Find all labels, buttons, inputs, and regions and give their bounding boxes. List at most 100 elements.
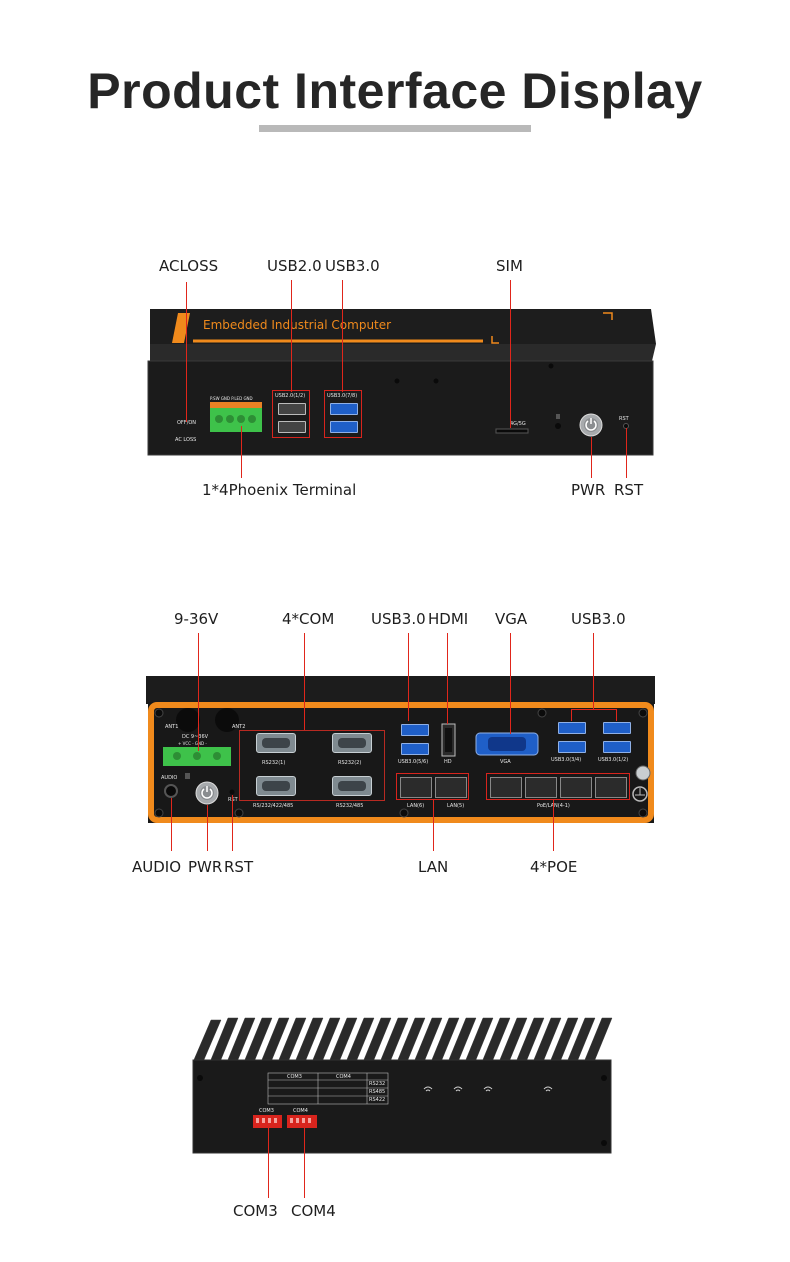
callout-usb20 — [291, 280, 292, 392]
table-rs485-text: RS485 — [369, 1089, 386, 1095]
callout-lan — [433, 800, 434, 851]
poe-port-4 — [595, 777, 627, 798]
callout-audio — [171, 798, 172, 851]
rs232-485-port — [332, 776, 372, 796]
callout-usb30-right-h — [571, 709, 617, 710]
label-usb20: USB2.0 — [267, 257, 322, 275]
com-highlight — [239, 730, 385, 801]
label-lan: LAN — [418, 858, 449, 876]
label-sim: SIM — [496, 257, 523, 275]
ac-loss-text: AC LOSS — [175, 437, 197, 443]
callout-pwr-rear — [207, 805, 208, 851]
vga-text: VGA — [500, 759, 511, 765]
usb20-port-top — [278, 403, 306, 415]
usb30-port-text: USB3.0(7/8) — [327, 393, 358, 399]
rs232-2-port — [332, 733, 372, 753]
page-title: Product Interface Display — [87, 63, 703, 119]
label-usb30-right: USB3.0 — [571, 610, 626, 628]
hd-text: HD — [444, 759, 452, 765]
callout-com4 — [304, 1128, 305, 1198]
usb30-highlight — [324, 390, 362, 438]
label-poe: 4*POE — [530, 858, 578, 876]
usb20-port-text: USB2.0(1/2) — [275, 393, 306, 399]
callout-rst-rear — [232, 795, 233, 851]
callout-usb30-right-l — [571, 709, 572, 721]
rs232-485-text: RS232/485 — [336, 803, 364, 809]
callout-com3 — [268, 1128, 269, 1198]
switch-com4-text: COM4 — [293, 1108, 308, 1114]
label-rst-rear: RST — [224, 858, 254, 876]
callout-hdmi — [447, 633, 448, 724]
poe-highlight — [486, 773, 630, 800]
label-vga: VGA — [495, 610, 528, 628]
poe-port-2 — [525, 777, 557, 798]
lan6-port — [400, 777, 432, 798]
rs-multi-text: RS/232/422/485 — [253, 803, 294, 809]
ant1-text: ANT1 — [165, 724, 179, 730]
label-pwr-rear: PWR — [188, 858, 223, 876]
rs-multi-port — [256, 776, 296, 796]
usb30-port-bottom — [330, 421, 358, 433]
audio-text: AUDIO — [161, 775, 178, 781]
label-usb30: USB3.0 — [325, 257, 380, 275]
usb30-12-top — [603, 722, 631, 734]
lan5-text: LAN(5) — [447, 803, 465, 809]
table-com4-text: COM4 — [336, 1074, 351, 1080]
lan5-port — [435, 777, 467, 798]
callout-com — [304, 633, 305, 730]
switch-com3-text: COM3 — [259, 1108, 274, 1114]
callout-usb30-right-r — [616, 709, 617, 721]
lan6-text: LAN(6) — [407, 803, 425, 809]
label-com: 4*COM — [282, 610, 335, 628]
callout-phoenix — [241, 426, 242, 478]
label-phoenix: 1*4Phoenix Terminal — [202, 481, 357, 499]
rs232-2-text: RS232(2) — [338, 760, 362, 766]
vcc-gnd-text: + VCC - GND - — [178, 741, 207, 746]
usb20-port-bottom — [278, 421, 306, 433]
usb30-12-text: USB3.0(1/2) — [598, 757, 629, 763]
callout-pwr — [591, 437, 592, 478]
label-pwr: PWR — [571, 481, 606, 499]
usb30-port-top — [330, 403, 358, 415]
usb30-34-text: USB3.0(3/4) — [551, 757, 582, 763]
lan-highlight — [396, 773, 469, 800]
dc-in-text: DC 9~36V — [182, 734, 209, 740]
off-on-text: OFF/ON — [177, 420, 197, 426]
callout-usb30-right — [593, 633, 594, 710]
label-hdmi: HDMI — [428, 610, 469, 628]
usb30-56-bottom — [401, 743, 429, 755]
label-com3: COM3 — [233, 1202, 278, 1220]
callout-usb30 — [342, 280, 343, 392]
callout-usb30-left — [408, 633, 409, 721]
table-rs232-text: RS232 — [369, 1081, 386, 1087]
ant2-text: ANT2 — [232, 724, 246, 730]
label-audio: AUDIO — [132, 858, 182, 876]
rs232-1-text: RS232(1) — [262, 760, 286, 766]
table-rs422-text: RS422 — [369, 1097, 386, 1103]
poe-port-1 — [490, 777, 522, 798]
callout-acloss — [186, 282, 187, 422]
label-com4: COM4 — [291, 1202, 336, 1220]
callout-vga — [510, 633, 511, 734]
callout-sim — [510, 280, 511, 428]
terminal-header-text: P.SW GND P.LED GND — [210, 396, 253, 401]
rs232-1-port — [256, 733, 296, 753]
callout-rst — [626, 428, 627, 478]
banner-text: Embedded Industrial Computer — [203, 318, 392, 332]
rst-text: RST — [619, 416, 629, 422]
usb30-56-top — [401, 724, 429, 736]
label-acloss: ACLOSS — [159, 257, 219, 275]
usb30-12-bottom — [603, 741, 631, 753]
usb30-34-top — [558, 722, 586, 734]
callout-poe — [553, 800, 554, 851]
sim-slot-text: 4G/5G — [510, 421, 526, 427]
poe-port-3 — [560, 777, 592, 798]
callout-dc — [198, 633, 199, 751]
title-underline — [259, 125, 531, 132]
label-rst: RST — [614, 481, 644, 499]
table-com3-text: COM3 — [287, 1074, 302, 1080]
label-dc: 9-36V — [174, 610, 219, 628]
usb30-34-bottom — [558, 741, 586, 753]
